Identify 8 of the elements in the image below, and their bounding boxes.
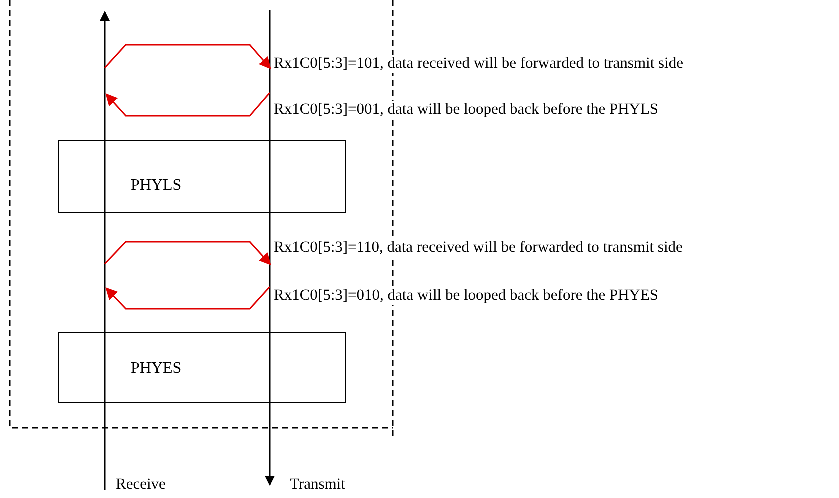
block-label: PHYLS — [131, 177, 182, 195]
loopback-note: Rx1C0[5:3]=110, data received will be forwarded to transmit side — [274, 239, 683, 257]
block-label: PHYES — [131, 360, 182, 378]
block-box — [58, 332, 346, 403]
loopback-note: Rx1C0[5:3]=010, data will be looped back before the PHYES — [274, 287, 659, 305]
loopback-note: Rx1C0[5:3]=001, data will be looped back before the PHYLS — [274, 101, 659, 119]
block-box — [58, 140, 346, 213]
loopback-note: Rx1C0[5:3]=101, data received will be forwarded to transmit side — [274, 55, 684, 73]
